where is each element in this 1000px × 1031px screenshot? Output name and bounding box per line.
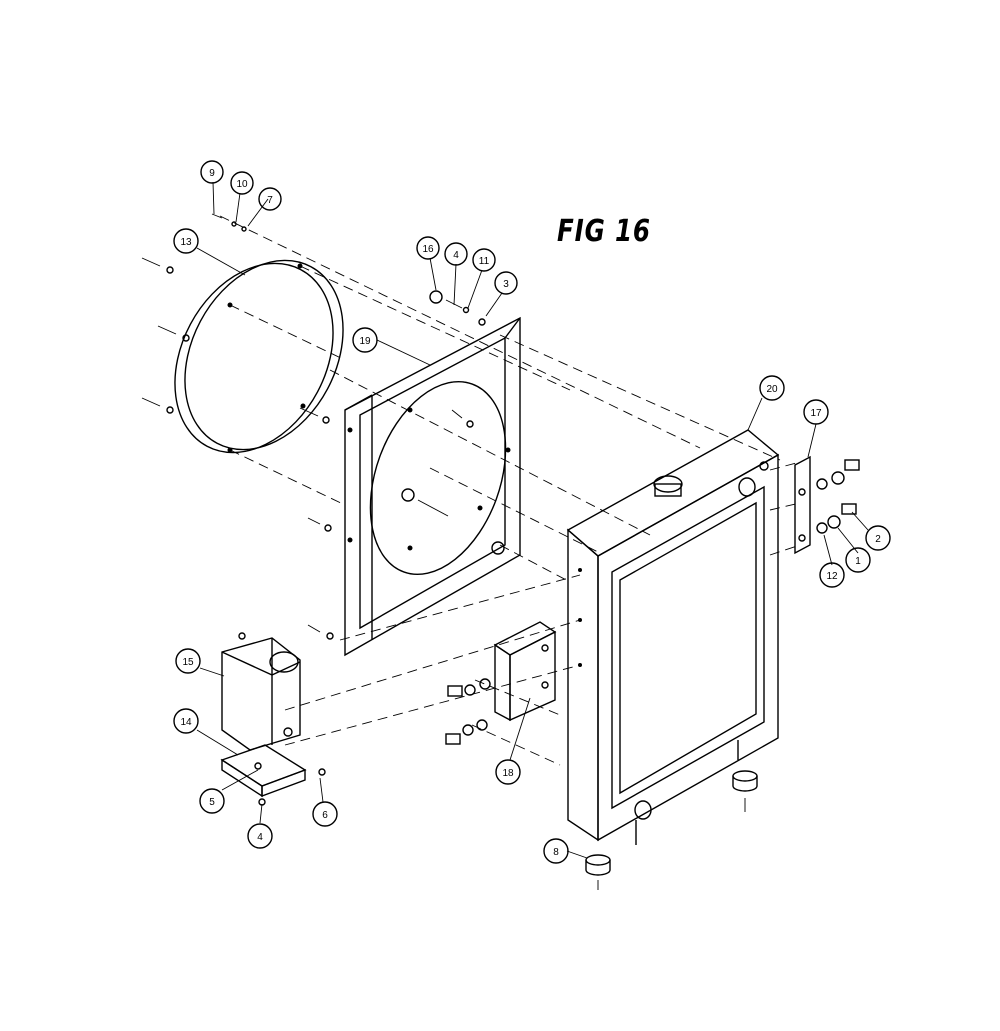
callout-3: 3 <box>494 271 518 295</box>
callout-8: 8 <box>543 838 569 864</box>
l-bracket-part-18 <box>445 621 557 745</box>
svg-text:5: 5 <box>209 797 215 808</box>
svg-text:15: 15 <box>182 657 194 668</box>
figure-title: FIG 16 <box>557 214 651 249</box>
fan-guard-part-13 <box>174 259 344 454</box>
callout-20: 20 <box>759 375 785 401</box>
callout-18: 18 <box>495 759 521 785</box>
callout-7: 7 <box>258 187 282 211</box>
svg-text:7: 7 <box>267 195 273 206</box>
svg-text:4: 4 <box>257 832 263 843</box>
callout-12: 12 <box>819 562 845 588</box>
svg-text:8: 8 <box>553 847 559 858</box>
assembly-lines <box>219 215 801 766</box>
svg-text:6: 6 <box>322 810 328 821</box>
radiator-part-20 <box>566 429 780 845</box>
leader-lines <box>196 181 869 859</box>
callout-2: 2 <box>865 525 891 551</box>
svg-text:14: 14 <box>180 717 192 728</box>
callout-5: 5 <box>199 788 225 814</box>
svg-text:16: 16 <box>422 244 434 255</box>
callout-4-bottom: 4 <box>247 823 273 849</box>
svg-text:1: 1 <box>855 556 861 567</box>
callout-9: 9 <box>200 160 224 184</box>
callout-15: 15 <box>175 648 201 674</box>
svg-text:4: 4 <box>453 250 459 261</box>
svg-text:3: 3 <box>503 279 509 290</box>
svg-text:20: 20 <box>766 384 778 395</box>
callout-14: 14 <box>173 708 199 734</box>
callout-10: 10 <box>230 171 254 195</box>
tank-bracket-part-14 <box>220 744 326 806</box>
fan-shroud-part-19 <box>344 316 521 657</box>
svg-text:10: 10 <box>236 179 248 190</box>
callout-4-top: 4 <box>444 242 468 266</box>
svg-text:19: 19 <box>359 336 371 347</box>
mounting-pads-part-8 <box>585 770 758 890</box>
callout-16: 16 <box>416 236 440 260</box>
svg-text:18: 18 <box>502 768 514 779</box>
callout-6: 6 <box>312 801 338 827</box>
svg-text:9: 9 <box>209 168 215 179</box>
side-bracket-part-17 <box>794 455 860 555</box>
svg-text:13: 13 <box>180 237 192 248</box>
callout-19: 19 <box>352 327 378 353</box>
callout-13: 13 <box>173 228 199 254</box>
callout-17: 17 <box>803 399 829 425</box>
overflow-tank-part-15 <box>221 632 301 751</box>
svg-text:17: 17 <box>810 408 822 419</box>
guard-fasteners <box>141 213 486 640</box>
svg-text:12: 12 <box>826 571 838 582</box>
svg-text:11: 11 <box>479 256 490 267</box>
callout-11: 11 <box>472 248 496 272</box>
svg-text:2: 2 <box>875 534 881 545</box>
callout-1: 1 <box>845 547 871 573</box>
